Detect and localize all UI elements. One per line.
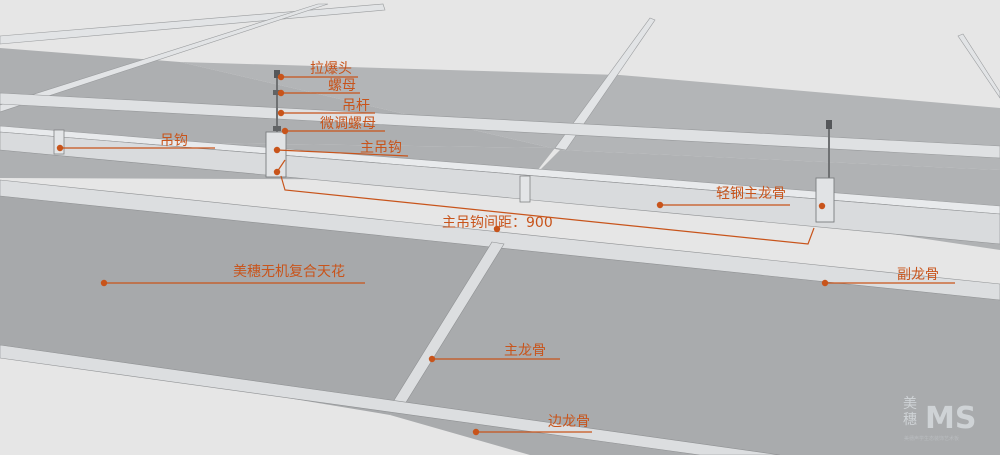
rail-diag-mid [554, 17, 656, 151]
panel-front-left [0, 195, 500, 415]
rail-diag-right [957, 33, 1000, 99]
watermark-brand-char: 美 [903, 396, 917, 412]
main-hook-right [815, 177, 835, 223]
rail-sub-front [0, 179, 1000, 301]
label-hanger: 吊钩 [160, 133, 188, 149]
keel-rails [0, 3, 1000, 455]
connector-clip [519, 175, 531, 203]
label-main-hook: 主吊钩 [360, 140, 402, 156]
label-pull-bolt: 拉爆头 [310, 61, 352, 77]
hanger-clip [53, 129, 65, 155]
annotations: 拉爆头 螺母 吊杆 微调螺母 吊钩 主吊钩 轻钢主龙骨 主吊钩间距：900 [56, 61, 955, 436]
label-rod: 吊杆 [342, 98, 370, 114]
label-sub-keel: 副龙骨 [897, 267, 939, 283]
rail-sub-upper [0, 92, 1000, 159]
rail-main-channel-face [0, 131, 1000, 245]
rail-edge-front [0, 344, 781, 455]
rail-main-channel-top [0, 125, 1000, 215]
adjust-nut-left [273, 126, 281, 131]
label-main-keel: 主龙骨 [504, 343, 546, 359]
label-light-steel-main-keel: 轻钢主龙骨 [716, 186, 786, 202]
rail-diag-left [0, 3, 329, 113]
watermark-brand: 美穗 [903, 396, 917, 428]
watermark-tagline: 美穗声学生态装饰艺术板 [904, 435, 959, 442]
watermark-logo: MS [925, 401, 976, 436]
watermark-brand-char: 穗 [903, 412, 917, 428]
label-panel: 美穗无机复合天花 [233, 263, 345, 280]
watermark: 美穗 MS 美穗声学生态装饰艺术板 [903, 396, 976, 442]
pull-bolt-right [826, 120, 832, 129]
label-hook-spacing: 主吊钩间距：900 [442, 215, 553, 231]
label-adjust-nut: 微调螺母 [320, 116, 376, 132]
spacing-bracket [280, 175, 815, 245]
nut-left [273, 90, 281, 95]
pull-bolt-left [274, 70, 280, 78]
panel-front-right [390, 245, 1000, 455]
label-edge-keel: 边龙骨 [548, 414, 590, 430]
label-nut: 螺母 [328, 78, 356, 94]
rail-back-top [0, 3, 386, 45]
hardware [53, 70, 835, 245]
